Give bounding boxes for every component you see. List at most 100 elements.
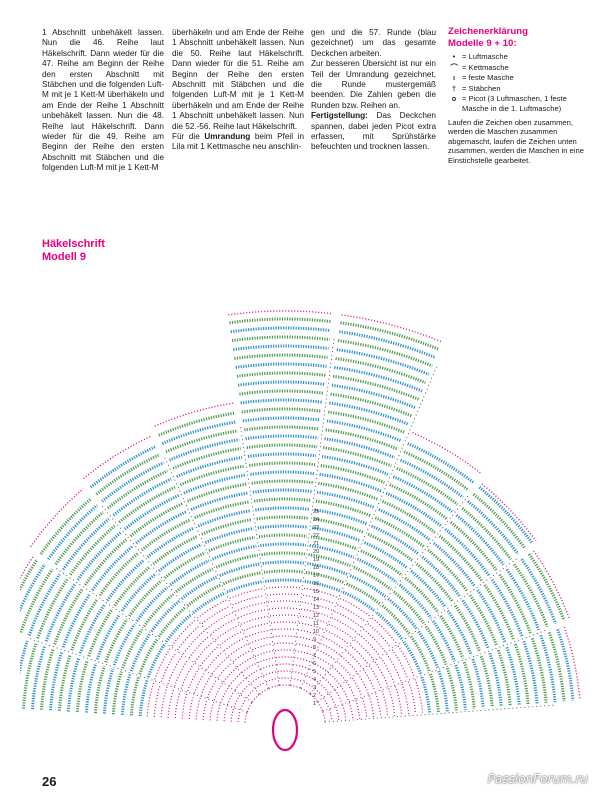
chart-row-stitches [468,594,499,647]
chart-row-inner [357,673,369,694]
chart-row-stitches [421,555,462,598]
chain-divider [54,567,253,703]
chart-row-inner [263,671,277,677]
chart-row-inner [381,690,389,717]
chart-row-inner [414,679,424,714]
row-number-label: 10 [313,629,319,635]
chart-row-inner [167,655,183,685]
chart-row-inner [317,649,336,661]
chart-row-stitches [241,407,322,414]
chart-row-inner [240,615,268,625]
chart-row-stitches [258,533,307,539]
chart-row-inner [246,669,260,679]
chart-row-inner [268,600,300,603]
row-number-label: 24 [313,517,319,523]
chart-row-inner [254,681,266,690]
chart-row-inner [323,697,330,709]
chart-row-stitches [57,654,72,711]
chart-row-inner [201,605,231,625]
chart-row-inner [306,674,319,683]
text-run: Das Deckchen spannen, dabei jeden Picot … [311,111,436,152]
chart-row-inner [295,650,314,657]
chart-row-stitches [66,657,81,712]
chart-row-stitches [129,502,184,538]
chart-row-stitches [367,532,415,563]
chart-row-inner [388,688,396,716]
chart-row-inner [328,623,354,639]
chart-row-stitches [364,541,409,570]
legend-label: = Stäbchen [462,83,501,93]
chart-row-stitches [324,437,396,459]
chart-row-inner [292,670,306,676]
chart-row-stitches [152,534,199,566]
paragraph-text: gen und die 57. Runde (blau gezeichnet) … [311,28,436,58]
chart-row-stitches [253,497,312,503]
chart-row-stitches [530,637,548,703]
chart-row-inner [317,701,324,712]
chart-row-stitches [255,506,311,512]
center-ring [271,708,299,752]
chart-border-row [341,314,443,343]
chart-row-inner [146,682,155,717]
chart-row-inner [331,617,358,634]
chart-row-inner [349,644,369,665]
chart-row-stitches [513,563,549,628]
chart-row-stitches [164,613,192,643]
chart-row-stitches [222,571,261,586]
chart-row-stitches [70,598,99,651]
chart-row-stitches [257,524,309,530]
chart-row-stitches [176,455,243,478]
chart-row-inner [358,633,380,657]
chart-row-inner [249,636,271,644]
chart-row-inner [297,636,320,644]
chart-row-inner [290,684,301,689]
chart-row-stitches [313,517,365,534]
chart-row-inner [311,662,328,672]
chart-row-stitches [250,470,315,476]
chart-row-inner [251,694,260,703]
chart-row-stitches [479,655,494,708]
legend-label: = Kettmasche [462,62,509,72]
chart-row-inner [200,675,212,696]
chart-row-stitches [229,317,332,325]
chart-row-stitches [158,543,203,573]
chart-row-stitches [87,608,114,657]
chart-row-inner [291,677,304,683]
chart-row-inner [243,622,269,632]
legend-label: = feste Masche [462,73,514,83]
chart-row-stitches [101,461,165,503]
chart-row-inner [268,684,279,689]
chart-row-inner [213,682,224,701]
chart-row-inner [237,656,254,668]
chart-row-stitches [320,464,385,484]
chart-row-inner [318,682,329,694]
chart-row-inner [202,699,208,720]
diagram-title-line: Modell 9 [42,251,87,263]
chart-row-stitches [95,453,161,496]
chart-row-stitches [123,494,180,531]
chart-row-inner [193,671,206,694]
chart-row-stitches [392,590,425,625]
chart-row-stitches [335,357,426,385]
stitch-symbol-icon: ı [452,73,456,83]
chart-row-stitches [461,599,490,650]
chart-row-inner [328,709,333,722]
chart-row-inner [401,683,410,715]
chart-row-inner [241,662,257,673]
chart-row-stitches [98,552,140,597]
chart-row-stitches [112,477,172,517]
chart-row-stitches [27,573,61,636]
chart-row-inner [391,649,409,680]
chart-row-stitches [326,419,403,443]
chart-row-stitches [437,670,449,712]
row-number-label: 25 [313,509,319,515]
chart-row-stitches [245,434,319,441]
chart-row-inner [298,629,322,637]
chain-divider [317,557,519,703]
chart-row-stitches [319,472,382,493]
chart-row-inner [348,702,354,720]
chart-row-stitches [252,488,313,494]
chart-row-stitches [236,371,326,378]
stitch-symbol-icon: • [452,52,456,61]
chart-row-inner [302,594,335,605]
